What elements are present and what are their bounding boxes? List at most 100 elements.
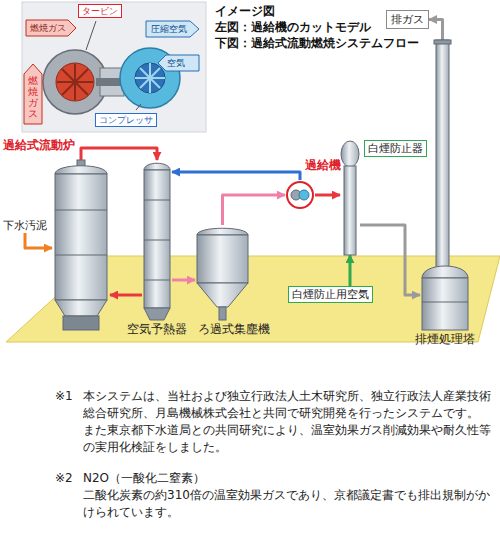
flow-pipe (349, 255, 352, 286)
exhaust-box: 排ガス (386, 10, 429, 29)
label-wrap: ろ過式集塵機 (198, 322, 270, 337)
furnace: 過給式流動炉 (52, 160, 110, 330)
title-wrap: イメージ図 (215, 4, 275, 19)
node-label: 過給機 (305, 158, 341, 173)
flow-pipe (315, 194, 340, 197)
flow-pipe (110, 294, 142, 297)
flow-pipe (81, 148, 157, 160)
node-label: 排煙処理塔 (415, 332, 475, 347)
flow-tag-wrap: 空気 (167, 57, 185, 69)
label-wrap: 排煙処理塔 (415, 332, 475, 347)
turbine-wheel (56, 63, 94, 101)
leader-line (136, 104, 141, 110)
input-box: 白煙防止用空気 (288, 286, 373, 303)
turbo-ring (287, 182, 313, 208)
note-mark-wrap: ※1 (55, 388, 73, 405)
note-text-wrap: N2O（一酸化二窒素） (83, 470, 495, 487)
flow-pipe (172, 172, 300, 180)
flow-pipe (223, 195, 286, 225)
node-label: 下水汚泥 (3, 218, 47, 233)
flow-pipe (429, 20, 443, 41)
note-text: 二酸化炭素の約310倍の温室効果ガスであり、京都議定書でも排出規制がかけられてい… (83, 487, 495, 521)
gas-arrow (26, 20, 76, 36)
note-text-wrap: また東京都下水道局との共同研究により、温室効果ガス削減効果や耐久性等の実用化検証… (83, 422, 495, 456)
air-arrow (158, 55, 199, 71)
scrubber-tower: 排煙処理塔 (420, 40, 470, 330)
furnace-cone (55, 300, 107, 316)
node-label: タービン (82, 5, 118, 17)
node-label: ろ過式集塵機 (198, 322, 270, 337)
furnace-base (63, 316, 99, 330)
node-label: 白煙防止器 (368, 141, 423, 156)
label-wrap: 白煙防止器 (364, 140, 427, 157)
white-smoke-preventer-drawing (340, 140, 360, 255)
column-body (344, 166, 356, 255)
photo-frame (22, 2, 206, 132)
caption-line-wrap: 左図：過給機のカットモデル (215, 20, 371, 35)
label-wrap: 過給機 (305, 158, 341, 173)
white-smoke-preventer: 白煙防止器 (340, 140, 360, 255)
air-preheater-drawing (142, 160, 172, 320)
stack-rim (434, 40, 451, 44)
flow-tag: 圧縮空気 (151, 23, 187, 35)
caption-line: 下図：過給式流動燃焼システムフロー (215, 36, 419, 51)
caption-line: 左図：過給機のカットモデル (215, 20, 371, 35)
flow-tag-wrap: 燃焼ガス (28, 75, 38, 119)
input-label: 下水汚泥 (3, 218, 47, 233)
flow-tag-wrap: 燃焼ガス (30, 22, 66, 34)
shell-band (422, 302, 468, 303)
preheater-dome (144, 163, 170, 170)
preheater-bottom (144, 308, 170, 320)
note-text: 本システムは、当社および独立行政法人土木研究所、独立行政法人産業技術総合研究所、… (83, 388, 495, 422)
flow-pipe (360, 225, 420, 295)
node-label: 排ガス (391, 12, 424, 27)
node-label: 空気予熱器 (127, 322, 187, 337)
scrubber-tower-drawing (420, 40, 470, 330)
furnace-shell (55, 174, 107, 300)
flow-tag: 燃焼ガス (28, 75, 38, 119)
tower-dome (422, 266, 468, 278)
filter-outlet (219, 307, 226, 320)
preheater-shell (144, 170, 170, 308)
air-arrow (146, 21, 199, 37)
filter-hopper (197, 283, 248, 307)
title: イメージ図 (215, 4, 275, 19)
flow-tag: 空気 (167, 57, 185, 69)
column-head (341, 141, 359, 167)
note-mark-wrap: ※2 (55, 470, 73, 487)
filter-shell (197, 235, 248, 283)
label-wrap: 空気予熱器 (127, 322, 187, 337)
node-label: 白煙防止用空気 (292, 287, 369, 302)
furnace-dome (55, 166, 107, 174)
flow-pipe (172, 279, 195, 282)
part-tag: コンプレッサ (95, 113, 157, 127)
part-tag: タービン (78, 4, 122, 18)
shell-band (144, 200, 170, 280)
caption-line-wrap: 下図：過給式流動燃焼システムフロー (215, 36, 419, 51)
note-text-wrap: 二酸化炭素の約310倍の温室効果ガスであり、京都議定書でも排出規制がかけられてい… (83, 487, 495, 521)
gas-arrow (24, 64, 42, 124)
note-text: また東京都下水道局との共同研究により、温室効果ガス削減効果や耐久性等の実用化検証… (83, 422, 495, 456)
tower-base (422, 278, 468, 330)
shell-band (55, 210, 107, 255)
turbocharger: 過給機 (285, 180, 315, 210)
flow-tag: 燃焼ガス (30, 22, 66, 34)
stack (436, 40, 449, 272)
furnace-drawing (52, 160, 110, 330)
flow-tag-wrap: 圧縮空気 (151, 23, 187, 35)
bag-filter-drawing (195, 225, 250, 320)
flow-pipe (25, 233, 52, 248)
node-label: 過給式流動炉 (3, 138, 75, 153)
note-text: N2O（一酸化二窒素） (83, 470, 495, 487)
bag-filter: ろ過式集塵機 (195, 225, 250, 320)
air-preheater: 空気予熱器 (142, 160, 172, 320)
filter-dome (197, 228, 248, 235)
note-mark: ※2 (55, 470, 73, 487)
turbo-compressor (299, 190, 309, 200)
leader-line (86, 21, 96, 50)
note-text-wrap: 本システムは、当社および独立行政法人土木研究所、独立行政法人産業技術総合研究所、… (83, 388, 495, 422)
label-wrap: 過給式流動炉 (3, 138, 75, 153)
